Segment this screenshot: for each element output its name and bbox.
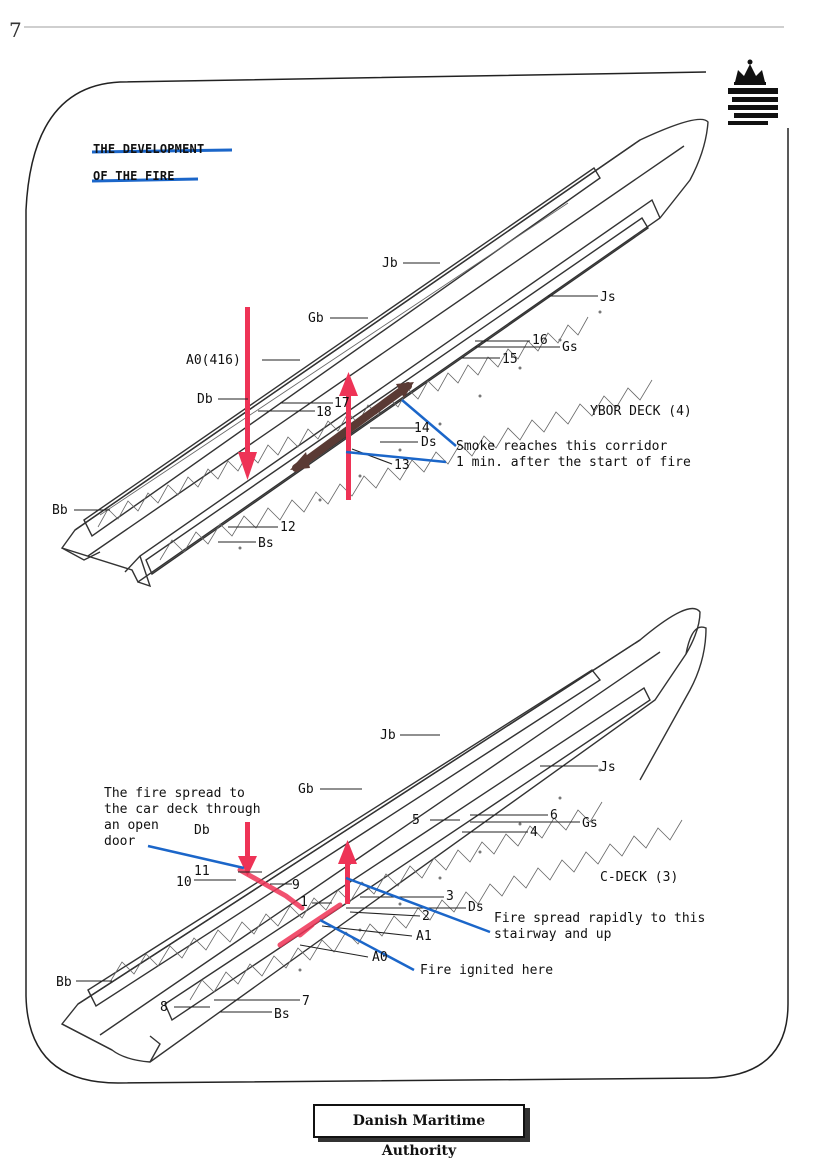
page-frame: [25, 71, 789, 1084]
lower-blue-pointer-stairway: [345, 876, 491, 934]
wave-emblem-icon: [728, 88, 778, 125]
label-14-upper: 14: [414, 421, 430, 436]
label-a0-upper: A0(416): [186, 353, 241, 368]
label-15-upper: 15: [502, 352, 518, 367]
upper-leaders: [74, 262, 598, 543]
lower-blue-pointer-ignited: [319, 918, 415, 972]
label-ds-lower: Ds: [468, 900, 484, 915]
label-bs-lower: Bs: [274, 1007, 290, 1022]
note-smoke: Smoke reaches this corridor 1 min. after…: [456, 439, 691, 470]
label-7-lower: 7: [302, 994, 310, 1009]
label-js-upper: Js: [600, 290, 616, 305]
label-js-lower: Js: [600, 760, 616, 775]
note-ignited: Fire ignited here: [420, 963, 554, 978]
label-17-upper: 17: [334, 396, 350, 411]
upper-blue-pointer-corridor: [345, 450, 447, 464]
crown-icon: [734, 59, 766, 85]
label-18-upper: 18: [316, 405, 332, 420]
upper-red-arrow-up: [339, 372, 358, 500]
lower-hull: [60, 607, 707, 1063]
lower-blue-pointer-door: [147, 844, 245, 870]
upper-corridor-arrowhead-right: [396, 382, 414, 398]
label-bs-upper: Bs: [258, 536, 274, 551]
upper-corridor-arrowhead-left: [290, 452, 310, 470]
label-bb-lower: Bb: [56, 975, 72, 990]
label-8-lower: 8: [160, 1000, 168, 1015]
lower-red-arrow-up: [338, 840, 357, 904]
label-a0-lower: A0: [372, 950, 388, 965]
title-line-1: THE DEVELOPMENT: [93, 142, 205, 156]
label-db-lower: Db: [194, 823, 210, 838]
label-4-lower: 4: [530, 825, 538, 840]
upper-blue-pointer-smoke: [401, 399, 457, 447]
label-1-lower: 1: [300, 895, 308, 910]
page-number: 7: [9, 18, 22, 42]
label-5-lower: 5: [412, 813, 420, 828]
deck-name-upper: YBOR DECK (4): [590, 404, 692, 419]
note-stairway: Fire spread rapidly to this stairway and…: [494, 911, 706, 942]
label-a1-lower: A1: [416, 929, 432, 944]
top-rule: [24, 26, 784, 28]
label-gb-upper: Gb: [308, 311, 324, 326]
label-ds-upper: Ds: [421, 435, 437, 450]
upper-truss: [97, 202, 653, 561]
label-6-lower: 6: [550, 808, 558, 823]
lower-truss: [109, 801, 683, 1001]
label-13-upper: 13: [394, 458, 410, 473]
label-gs-lower: Gs: [582, 816, 598, 831]
lower-red-arrow-down: [238, 822, 257, 876]
deck-name-lower: C-DECK (3): [600, 870, 679, 885]
title-underline-1: [91, 148, 233, 154]
lower-leaders: [76, 734, 598, 1013]
label-3-lower: 3: [446, 889, 454, 904]
title-underline-2: [91, 177, 199, 183]
label-gs-upper: Gs: [562, 340, 578, 355]
title-line-2: OF THE FIRE: [93, 169, 175, 183]
label-16-upper: 16: [532, 333, 548, 348]
label-10-lower: 10: [176, 875, 192, 890]
authority-footer: Danish Maritime Authority: [313, 1104, 525, 1159]
upper-corridor: [292, 382, 412, 472]
label-11-lower: 11: [194, 864, 210, 879]
label-jb-upper: Jb: [382, 256, 398, 271]
label-9-lower: 9: [292, 878, 300, 893]
label-db-upper: Db: [197, 392, 213, 407]
label-bb-upper: Bb: [52, 503, 68, 518]
label-gb-lower: Gb: [298, 782, 314, 797]
upper-portholes: [238, 310, 602, 550]
label-12-upper: 12: [280, 520, 296, 535]
note-car-deck: The fire spread to the car deck through …: [104, 786, 261, 849]
upper-red-arrow-down: [238, 307, 257, 480]
diagram-title: THE DEVELOPMENT OF THE FIRE: [93, 136, 204, 190]
upper-hull: [60, 118, 709, 588]
label-jb-lower: Jb: [380, 728, 396, 743]
label-2-lower: 2: [422, 909, 430, 924]
lower-fire-path: [237, 867, 343, 948]
